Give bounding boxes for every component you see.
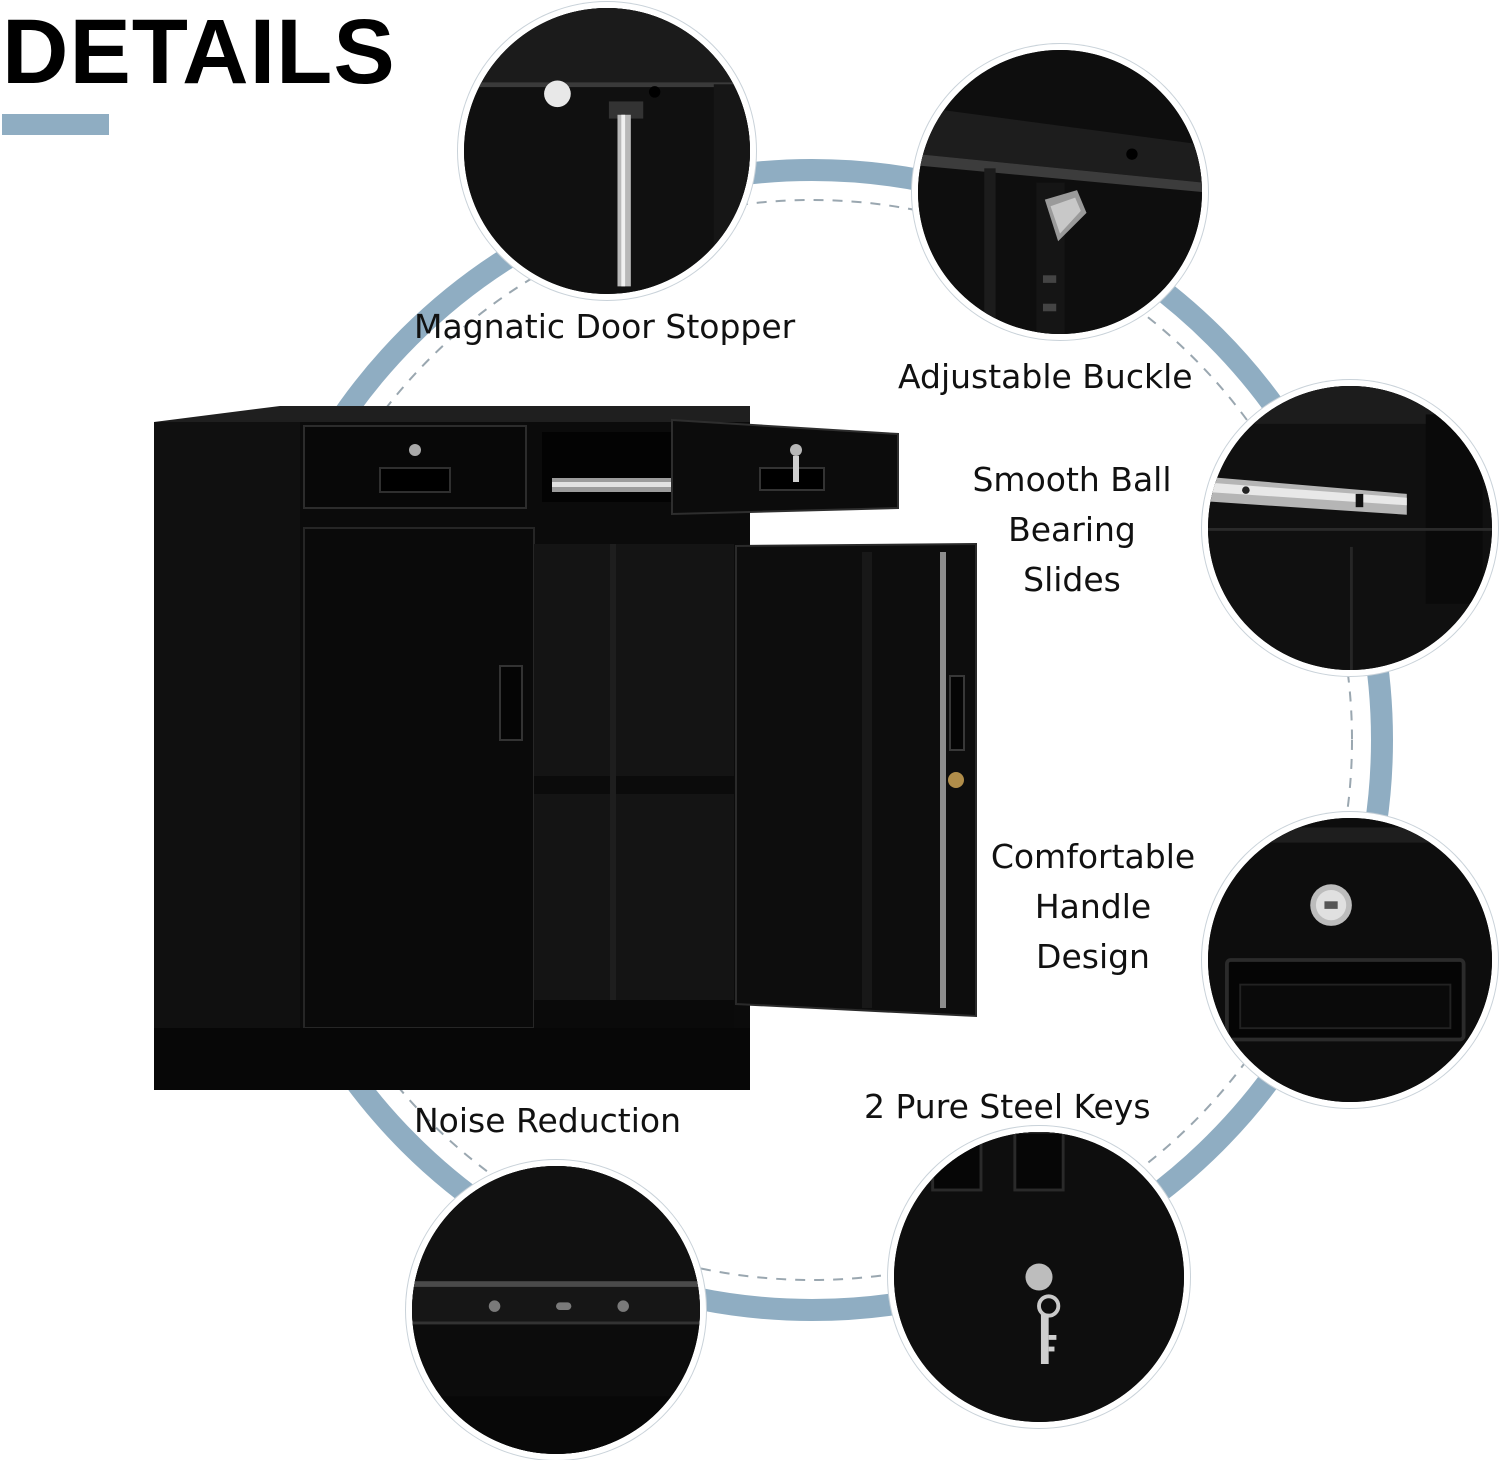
shelf-buckle-closeup	[912, 44, 1208, 340]
lock-handle-closeup	[1202, 812, 1498, 1108]
label-adjustable-buckle: Adjustable Buckle	[898, 357, 1193, 396]
label-line: Bearing	[1008, 510, 1136, 549]
door-edge-closeup	[406, 1160, 706, 1460]
label-door-stopper: Magnatic Door Stopper	[414, 307, 796, 346]
label-steel-keys: 2 Pure Steel Keys	[864, 1087, 1151, 1126]
label-line: Smooth Ball	[972, 460, 1172, 499]
ball-bearing-slide-closeup	[1202, 380, 1498, 676]
label-ball-bearing-slides: Smooth Ball Bearing Slides	[962, 455, 1182, 605]
title-underline	[2, 114, 109, 135]
black-steel-storage-cabinet	[154, 406, 977, 1090]
label-handle-design: Comfortable Handle Design	[980, 832, 1206, 982]
page-title: DETAILS	[2, 1, 396, 103]
magnetic-stopper-closeup	[458, 2, 756, 300]
steel-keys-closeup	[888, 1126, 1190, 1428]
label-line: Handle	[1034, 887, 1152, 926]
label-noise-reduction: Noise Reduction	[414, 1101, 681, 1140]
label-line: Design	[1036, 937, 1150, 976]
label-line: Comfortable	[990, 837, 1196, 876]
label-line: Slides	[1023, 560, 1121, 599]
